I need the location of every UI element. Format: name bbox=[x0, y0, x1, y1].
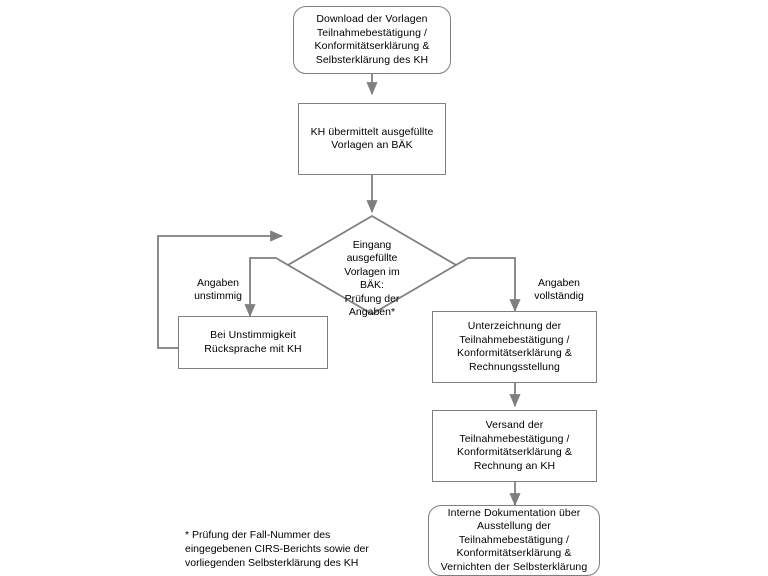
node-download-vorlagen-label: Download der Vorlagen Teilnahmebestätigu… bbox=[314, 13, 430, 66]
node-kh-uebermittelt[interactable]: KH übermittelt ausgefüllte Vorlagen an B… bbox=[298, 103, 446, 175]
node-versand-label: Versand der Teilnahmebestätigung / Konfo… bbox=[457, 419, 572, 472]
footnote-pruefung: * Prüfung der Fall-Nummer des eingegeben… bbox=[185, 514, 425, 570]
node-unterzeichnung[interactable]: Unterzeichnung der Teilnahmebestätigung … bbox=[432, 311, 597, 383]
decision-diamond-shape bbox=[286, 214, 458, 316]
edge-label-angaben-unstimmig-text: Angaben unstimmig bbox=[194, 277, 242, 302]
edge-label-angaben-vollstaendig: Angaben vollständig bbox=[521, 264, 597, 303]
node-download-vorlagen[interactable]: Download der Vorlagen Teilnahmebestätigu… bbox=[293, 6, 451, 74]
node-interne-dokumentation[interactable]: Interne Dokumentation über Ausstellung d… bbox=[428, 505, 600, 576]
node-eingang-pruefung[interactable]: Eingang ausgefüllte Vorlagen im BÄK: Prü… bbox=[322, 225, 422, 320]
node-bei-unstimmigkeit[interactable]: Bei Unstimmigkeit Rücksprache mit KH bbox=[178, 316, 328, 369]
node-eingang-pruefung-label: Eingang ausgefüllte Vorlagen im BÄK: Prü… bbox=[344, 238, 400, 319]
edge-label-angaben-vollstaendig-text: Angaben vollständig bbox=[534, 277, 584, 302]
node-bei-unstimmigkeit-label: Bei Unstimmigkeit Rücksprache mit KH bbox=[204, 329, 302, 355]
node-unterzeichnung-label: Unterzeichnung der Teilnahmebestätigung … bbox=[457, 320, 572, 373]
node-interne-dokumentation-label: Interne Dokumentation über Ausstellung d… bbox=[440, 506, 588, 573]
edge-label-angaben-unstimmig: Angaben unstimmig bbox=[186, 264, 250, 303]
connector-decision-to-unterzeichnung bbox=[455, 257, 521, 313]
node-versand[interactable]: Versand der Teilnahmebestätigung / Konfo… bbox=[432, 410, 597, 482]
footnote-pruefung-text: * Prüfung der Fall-Nummer des eingegeben… bbox=[185, 529, 369, 569]
node-kh-uebermittelt-label: KH übermittelt ausgefüllte Vorlagen an B… bbox=[310, 125, 434, 152]
connector-unstimmigkeit-loopback-to-decision bbox=[157, 230, 284, 349]
connector-decision-to-unstimmigkeit bbox=[244, 257, 289, 318]
